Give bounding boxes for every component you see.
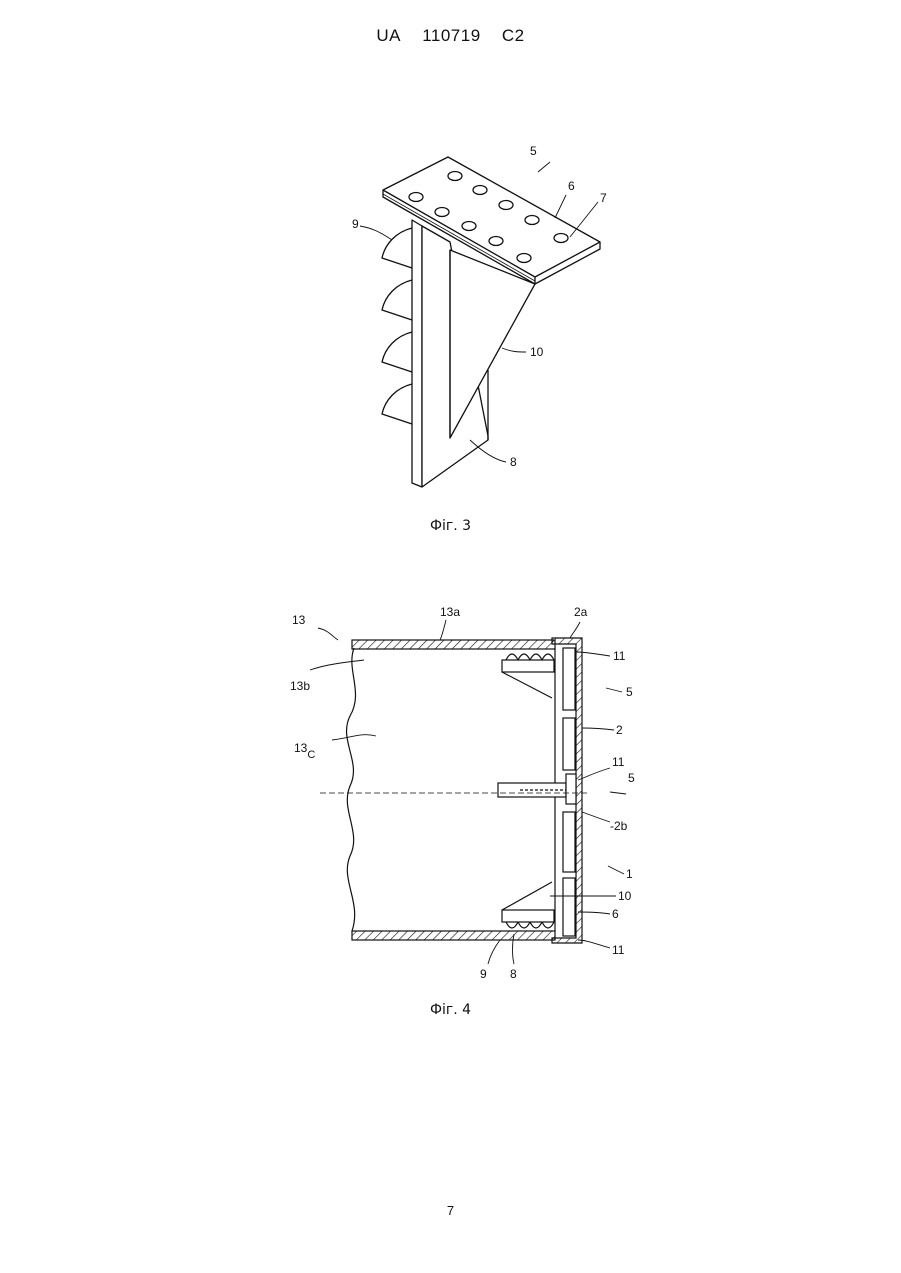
- fig4-label-6: 6: [612, 907, 619, 921]
- header-kind: C2: [502, 26, 525, 45]
- fig4-label-2b: -2b: [610, 819, 628, 833]
- fig3-label-9: 9: [352, 217, 359, 231]
- figure-4-caption: Фіг. 4: [0, 1002, 901, 1018]
- header-country: UA: [376, 26, 401, 45]
- fig4-label-2a: 2a: [574, 605, 588, 619]
- fig4-label-13b: 13b: [290, 679, 310, 693]
- fig4-label-10: 10: [618, 889, 632, 903]
- fig4-label-13: 13: [292, 613, 306, 627]
- fig3-label-6: 6: [568, 179, 575, 193]
- fig4-label-8: 8: [510, 967, 517, 981]
- fig4-label-13a: 13a: [440, 605, 460, 619]
- fig4-label-13c-sub: C: [307, 749, 315, 761]
- figure-4-svg: 13 13a 2a 13b 13C 11 5 2 11 5 -2b 1 10 6…: [280, 600, 660, 990]
- header-number: 110719: [422, 26, 480, 45]
- figure-3-drawing: 5 6 7 9 10 8: [330, 140, 630, 500]
- page-number: 7: [0, 1203, 901, 1218]
- fig3-label-7: 7: [600, 191, 607, 205]
- fig4-label-5-mid: 5: [628, 771, 635, 785]
- fig4-label-5-top: 5: [626, 685, 633, 699]
- figure-3-caption: Фіг. 3: [0, 518, 901, 534]
- fig3-label-8: 8: [510, 455, 517, 469]
- patent-header: UA 110719 C2: [0, 26, 901, 46]
- fig4-label-11-bot: 11: [612, 943, 625, 957]
- figure-4-drawing: 13 13a 2a 13b 13C 11 5 2 11 5 -2b 1 10 6…: [280, 600, 660, 990]
- fig3-label-5: 5: [530, 144, 537, 158]
- fig4-label-11-mid: 11: [612, 755, 625, 769]
- fig4-label-13c-main: 13: [294, 741, 308, 755]
- fig4-label-13c: 13C: [294, 741, 315, 761]
- fig4-label-1: 1: [626, 867, 633, 881]
- figure-3-svg: 5 6 7 9 10 8: [330, 140, 630, 500]
- fig4-label-9: 9: [480, 967, 487, 981]
- fig3-label-10: 10: [530, 345, 544, 359]
- fig4-label-2: 2: [616, 723, 623, 737]
- fig4-label-11-top: 11: [613, 649, 626, 663]
